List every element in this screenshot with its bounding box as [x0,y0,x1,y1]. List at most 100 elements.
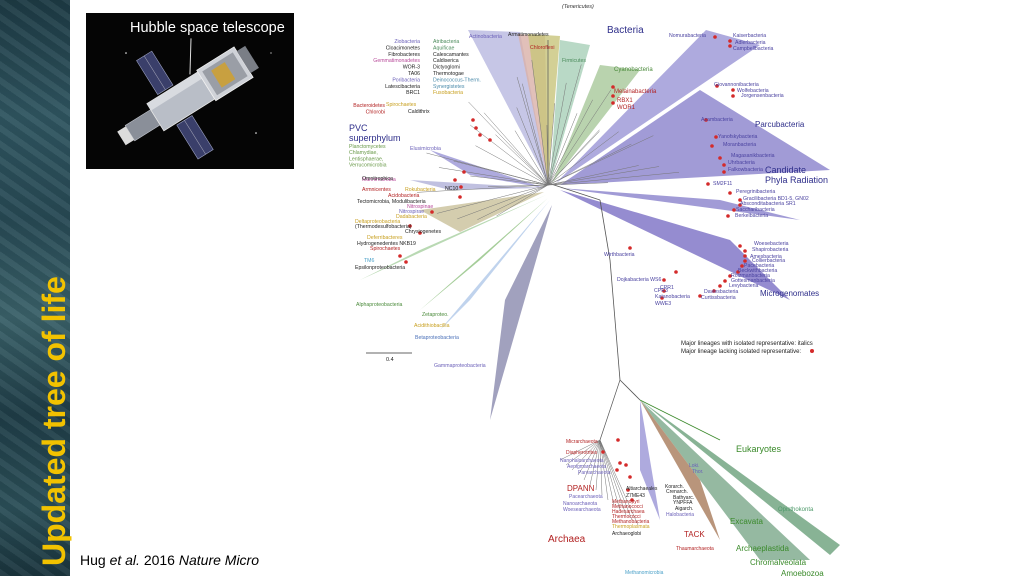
phylum-label: Elusimicrobia [410,146,441,152]
cpr-lineage-label: Curtissbacteria [701,295,736,301]
archaea-lineage-label: Methanobacteria [612,519,649,525]
cpr-lineage-label: SM2F11 [713,181,732,187]
branch-line [470,124,549,186]
lineage-red-dot [618,461,622,465]
lineage-red-dot [430,210,434,214]
phylum-label: Firmicutes [562,58,586,64]
archaea-lineage-label: Pacearchaeota [569,494,603,500]
branch-line [583,439,601,481]
lineage-red-dot [662,278,666,282]
cpr-lineage-label: Campbellbacteria [733,46,773,52]
lineage-red-dot [474,126,478,130]
lineage-red-dot [611,94,615,98]
phylum-label: Planctomycetes [349,144,386,150]
eukaryote-group-label: Opisthokonta [778,507,814,513]
lineage-red-dot [706,182,710,186]
cpr-lineage-label: WWE3 [655,301,671,307]
pvc-label-2: superphylum [349,133,401,143]
branch-line [589,439,601,486]
clade-fan [640,400,660,520]
archaea-lineage-label: YNPFFA [673,500,693,506]
phylum-label: Nitrospirae [399,209,424,215]
lineage-red-dot [723,279,727,283]
archaea-lineage-label: Thaumarchaeota [676,546,714,552]
clade-fan [440,200,550,330]
archaea-lineage-label: Thermoplasmata [612,524,650,530]
hubble-photo [86,13,294,169]
clade-fan [560,190,790,300]
branch-line [547,131,600,186]
branch-line [470,175,549,186]
branch-line [495,134,549,186]
lineage-red-dot [662,289,666,293]
phylum-label: Gemmatimonadetes [373,58,420,64]
lineage-red-dot [732,208,736,212]
phylum-label: Epsilonproteobacteria [355,265,405,271]
microgenomates-label: Microgenomates [760,289,819,298]
cpr-lineage-label: Magasanikbacteria [731,153,775,159]
cpr-lineage-label: Wolfebacteria [737,88,769,94]
phylum-label: Nitrospinae [407,204,433,210]
archaea-lineage-label: Loki. [689,463,700,469]
phylum-label: Dictyoglomi [433,65,460,71]
eukaryote-group-label: Chromalveolata [750,558,807,567]
branch-line [496,184,549,217]
phylum-label: Spirochaetes [386,102,417,108]
lineage-red-dot [710,144,714,148]
clade-fan [420,198,548,310]
phylum-label: Acidithiobacillia [414,323,450,329]
citation-year: 2016 [139,552,179,568]
tack-label: TACK [684,530,705,539]
clade-fan [640,400,840,555]
phylum-label: RBX1 [617,98,633,104]
clade-fan [490,205,552,420]
legend-line-1: Major lineages with isolated representat… [681,341,813,347]
lineage-red-dot [743,259,747,263]
branch-line [599,439,609,501]
lineage-red-dot [743,249,747,253]
clade-fan [640,400,720,540]
lineage-red-dot [698,294,702,298]
lineage-red-dot [731,88,735,92]
cpr-lineage-label: Katanobacteria [655,294,690,300]
cpr-lineage-label: CPR3 [654,288,668,294]
photo-caption: Hubble space telescope [130,20,285,36]
bacteria-label: Bacteria [607,25,644,36]
lineage-red-dot [718,284,722,288]
cpr-lineage-label: CPR1 [660,285,674,291]
archaea-lineage-label: Nanohaloarchaeota [560,458,604,464]
lineage-red-dot [626,488,630,492]
lineage-red-dot [471,118,475,122]
phylum-label: Cyanobacteria [614,67,653,73]
archaea-lineage-label: Z7ME43 [626,493,645,499]
water-texture [0,0,70,576]
lineage-red-dot [624,463,628,467]
cpr-lineage-label: Yanofskybacteria [718,134,758,140]
archaea-lineage-label: Methanococci [612,504,643,510]
cpr-label-2: Phyla Radiation [765,175,828,185]
lineage-red-dot [736,270,740,274]
archaea-lineage-label: Halobacteria [666,512,694,518]
branch-line [483,112,549,186]
citation-author: Hug [80,552,110,568]
branch-line [547,113,578,186]
clade-fan [410,180,544,190]
archaea-lineage-label: Thor. [692,469,703,475]
cpr-lineage-label: Peregrinibacteria [736,189,775,195]
cpr-lineage-label: Adlerbacteria [735,40,766,46]
lineage-red-dot [404,260,408,264]
phylum-label: Rokubacteria [405,187,436,193]
phylum-label: (Thermodesulfobacteria) [355,224,412,230]
phylum-label: Cloacimonetes [386,45,421,51]
phylum-label: BRC1 [406,90,420,96]
branch-line [438,167,549,186]
cpr-lineage-label: Saccharibacteria [736,207,775,213]
lineage-red-dot [462,170,466,174]
cpr-lineage-label: Collierbacteria [752,258,785,264]
clade-fan [420,192,544,232]
phylum-label: Acidobacteria [388,193,420,199]
branch-line [547,135,654,186]
clade-fan [640,400,810,560]
lineage-red-dot [616,438,620,442]
